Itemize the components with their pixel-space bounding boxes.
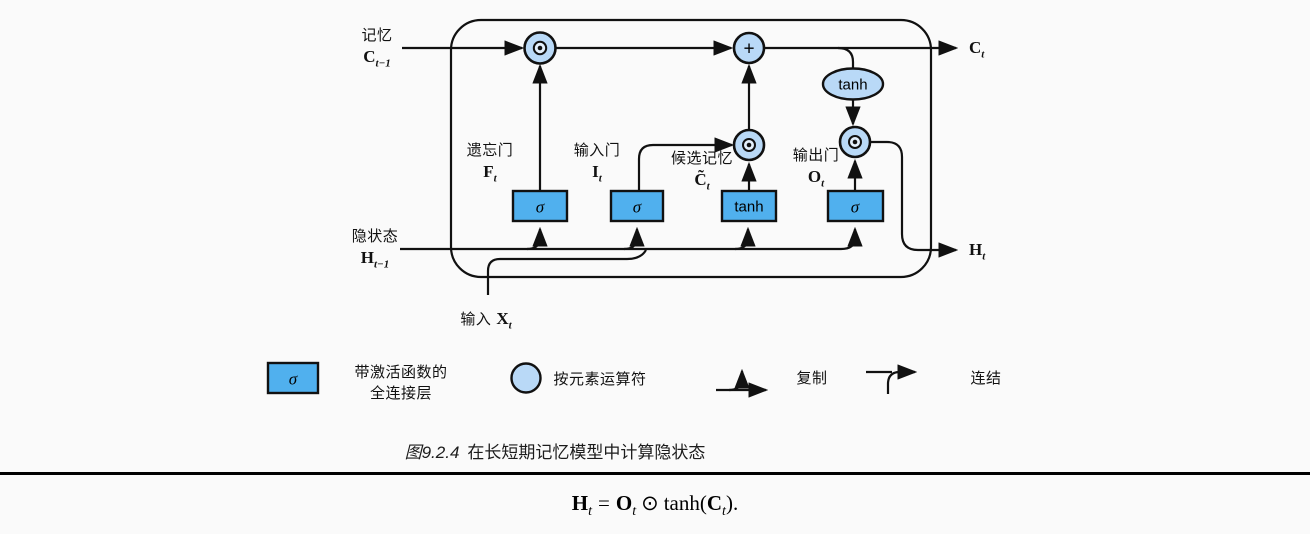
hidden-input-var: Ht−1 [352, 247, 399, 275]
ct-var-letter: C [969, 38, 982, 57]
forget-var-letter: F [483, 162, 494, 181]
memory-var-sub: t−1 [375, 57, 391, 70]
hidden-var-sub: t−1 [373, 258, 390, 271]
mul1-odot-icon [523, 31, 557, 65]
legend-elementwise-circle-icon [510, 362, 542, 394]
output-gate-cn: 输出门 [792, 147, 840, 164]
eq-equals: = [598, 491, 610, 515]
candidate-memory-var: C̃t [671, 169, 733, 197]
ht-var-sub: t [982, 250, 986, 263]
wire-input-to-mul2 [637, 137, 735, 191]
legend-fc-line1: 带激活函数的 [354, 364, 448, 381]
input-var-sub: t [598, 172, 602, 185]
add-operator-label: + [743, 39, 754, 60]
ht-var-letter: H [969, 240, 983, 259]
ct-output-var: Ct [969, 38, 985, 61]
mul2-odot-icon [732, 128, 766, 162]
forget-sigma-label: σ [536, 198, 545, 217]
wire-branch-candidate [734, 226, 756, 251]
caption-text: 在长短期记忆模型中计算隐状态 [467, 443, 706, 462]
section-divider [0, 472, 1310, 475]
output-var-letter: O [807, 167, 822, 186]
legend-concat-label: 连结 [970, 369, 1001, 389]
eq-c-sub: t [722, 504, 726, 520]
legend-copy-icon [716, 368, 769, 398]
forget-gate-var: Ft [467, 161, 514, 189]
wire-mul3-to-ht [870, 140, 959, 258]
forget-var-sub: t [493, 172, 497, 185]
legend-concat-icon [866, 364, 918, 394]
memory-input-label: 记忆 Ct−1 [361, 26, 392, 74]
candidate-memory-label: 候选记忆 C̃t [671, 149, 733, 197]
figure-caption: 图9.2.4 在长短期记忆模型中计算隐状态 [405, 441, 706, 465]
ht-output-label: Ht [969, 239, 985, 267]
legend-fc-label: 带激活函数的 全连接层 [354, 362, 447, 404]
eq-odot: ⊙ [641, 491, 659, 515]
legend-copy-label: 复制 [796, 369, 827, 389]
forget-gate-label: 遗忘门 Ft [467, 141, 514, 189]
output-var-sub: t [821, 177, 825, 190]
input-gate-cn: 输入门 [573, 142, 621, 159]
hidden-var-letter: H [360, 248, 374, 267]
legend-concat-text: 连结 [970, 370, 1002, 387]
legend-fc-line2: 全连接层 [369, 385, 433, 402]
x-input-cn: 输入 [460, 311, 492, 328]
memory-input-var: Ct−1 [361, 46, 392, 74]
eq-func: tanh( [663, 491, 707, 515]
output-gate-label: 输出门 Ot [793, 146, 840, 194]
candidate-var-sub: t [706, 180, 710, 193]
eq-lhs-sub: t [588, 504, 593, 520]
wire-branch-input [623, 226, 645, 251]
add-operator-icon [732, 31, 766, 65]
ct-output-label: Ct [969, 37, 984, 65]
output-gate-var: Ot [793, 166, 840, 194]
equation: Ht=Ot⊙tanh(Ct). [572, 489, 738, 526]
tanh-ellipse [821, 67, 885, 101]
legend-elementwise-text: 按元素运算符 [553, 371, 647, 388]
memory-var-letter: C [363, 47, 376, 66]
lstm-cell-boundary [449, 18, 933, 279]
eq-o-var: O [615, 491, 633, 515]
candidate-tanh-label: tanh [734, 199, 763, 216]
input-gate-label: 输入门 It [574, 141, 621, 189]
x-input-var: Xt [496, 309, 512, 332]
wire-hidden-line [400, 226, 863, 251]
hidden-input-cn: 隐状态 [351, 228, 399, 245]
mul3-odot-icon [838, 125, 872, 159]
eq-end: ). [725, 491, 739, 515]
eq-lhs-var: H [571, 491, 589, 515]
memory-input-cn: 记忆 [361, 27, 393, 44]
output-sigma-label: σ [851, 198, 860, 217]
input-var-letter: I [592, 162, 599, 181]
legend-elementwise-label: 按元素运算符 [553, 370, 646, 390]
legend-fc-box-icon [266, 361, 320, 395]
caption-number: 图9.2.4 [404, 443, 460, 462]
candidate-memory-cn: 候选记忆 [670, 150, 734, 167]
candidate-tanh-box [720, 189, 778, 223]
hidden-input-label: 隐状态 Ht−1 [352, 227, 399, 275]
eq-c-var: C [706, 491, 723, 515]
input-gate-var: It [574, 161, 621, 189]
eq-o-sub: t [632, 504, 637, 520]
wire-branch-to-tanh [837, 46, 855, 68]
input-sigma-box [609, 189, 665, 223]
wire-branch-forget [526, 226, 548, 251]
legend-copy-text: 复制 [796, 370, 828, 387]
tanh-ellipse-label: tanh [838, 77, 867, 94]
wire-input-x [486, 249, 647, 295]
candidate-var-letter: C̃ [694, 170, 707, 189]
x-var-sub: t [508, 319, 512, 332]
forget-sigma-box [511, 189, 569, 223]
output-sigma-box [826, 189, 885, 223]
legend-fc-symbol: σ [289, 370, 298, 389]
ct-var-sub: t [981, 48, 985, 61]
x-var-letter: X [496, 309, 509, 328]
ht-output-var: Ht [969, 240, 986, 263]
forget-gate-cn: 遗忘门 [466, 142, 514, 159]
input-sigma-label: σ [633, 198, 642, 217]
